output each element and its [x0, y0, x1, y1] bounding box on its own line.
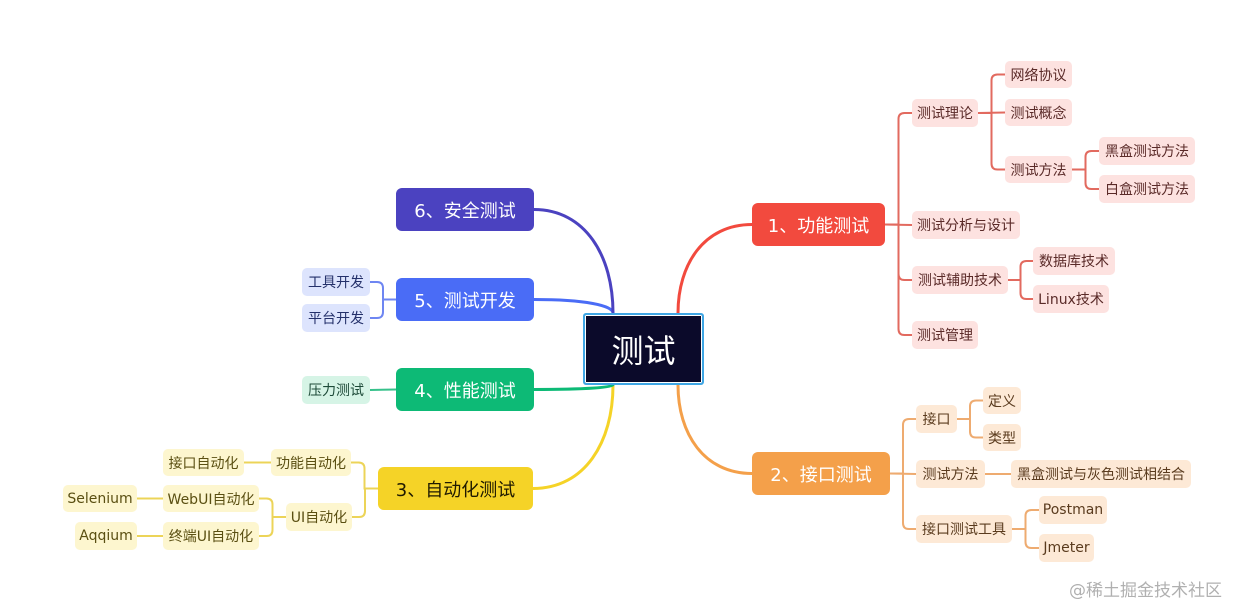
topic-b2-1[interactable]: UI自动化	[286, 503, 352, 531]
link-root-branch-3	[531, 383, 615, 490]
topic-b0-1[interactable]: 测试分析与设计	[912, 211, 1020, 239]
link-b0-2-1	[1007, 279, 1034, 300]
branch-1[interactable]: 1、功能测试	[752, 203, 885, 246]
link-root-branch-2	[676, 383, 754, 475]
branch-5[interactable]: 5、测试开发	[396, 278, 534, 321]
link-b1-2-0	[1011, 509, 1040, 530]
link-b2-1	[351, 487, 379, 518]
topic-b0-0-2-1[interactable]: 白盒测试方法	[1099, 175, 1195, 203]
topic-b1-2[interactable]: 接口测试工具	[916, 515, 1012, 543]
link-b0-0-2-1	[1071, 168, 1100, 190]
link-b4-1	[369, 298, 397, 319]
link-b1-0-0	[956, 399, 984, 420]
topic-b4-0[interactable]: 工具开发	[302, 268, 370, 296]
topic-b1-0-1[interactable]: 类型	[983, 424, 1021, 451]
branch-4[interactable]: 4、性能测试	[396, 368, 534, 411]
topic-b2-0[interactable]: 功能自动化	[271, 449, 351, 476]
link-b1-2-1	[1011, 528, 1040, 549]
topic-b1-2-0[interactable]: Postman	[1039, 496, 1107, 524]
topic-b0-3[interactable]: 测试管理	[912, 321, 978, 349]
topic-b1-0[interactable]: 接口	[916, 405, 957, 433]
topic-b0-0-1[interactable]: 测试概念	[1005, 99, 1072, 126]
topic-b2-1-1[interactable]: 终端UI自动化	[163, 522, 259, 550]
link-b0-0	[884, 112, 913, 226]
link-b1-0-1	[956, 418, 984, 439]
topic-b1-2-1[interactable]: Jmeter	[1039, 534, 1094, 562]
link-b0-0-2	[977, 112, 1006, 171]
topic-b0-2[interactable]: 测试辅助技术	[912, 266, 1008, 294]
topic-b0-0-2-0[interactable]: 黑盒测试方法	[1099, 137, 1195, 165]
topic-b0-2-1[interactable]: Linux技术	[1033, 285, 1109, 313]
link-b4-0	[369, 281, 397, 301]
root-topic[interactable]: 测试	[583, 313, 704, 385]
branch-3[interactable]: 3、自动化测试	[378, 467, 533, 510]
link-b0-0-2-0	[1071, 150, 1100, 171]
link-b1-2	[889, 472, 917, 530]
link-b2-1-0	[258, 497, 287, 518]
branch-2[interactable]: 2、接口测试	[752, 452, 890, 495]
link-b1-0	[889, 418, 917, 475]
watermark: @稀土掘金技术社区	[1069, 581, 1222, 601]
topic-b2-1-0-0[interactable]: Selenium	[63, 485, 137, 512]
link-b0-2-0	[1007, 260, 1034, 281]
topic-b1-1[interactable]: 测试方法	[916, 460, 985, 488]
topic-b2-1-1-0[interactable]: Aqqium	[75, 522, 137, 550]
topic-b1-1-0[interactable]: 黑盒测试与灰色测试相结合	[1011, 460, 1191, 488]
link-root-branch-5	[532, 298, 615, 315]
topic-b0-0-2[interactable]: 测试方法	[1005, 156, 1072, 183]
topic-b0-2-0[interactable]: 数据库技术	[1033, 247, 1115, 275]
topic-b4-1[interactable]: 平台开发	[302, 304, 370, 332]
topic-b2-1-0[interactable]: WebUI自动化	[163, 485, 259, 512]
topic-b1-0-0[interactable]: 定义	[983, 387, 1021, 414]
topic-b0-0-0[interactable]: 网络协议	[1005, 61, 1072, 88]
branch-6[interactable]: 6、安全测试	[396, 188, 534, 231]
topic-b3-0[interactable]: 压力测试	[302, 376, 370, 404]
topic-b0-0[interactable]: 测试理论	[912, 99, 978, 127]
link-root-branch-1	[676, 223, 754, 315]
link-b0-0-0	[977, 73, 1006, 114]
link-b3-0	[369, 388, 397, 391]
link-b2-0	[350, 461, 379, 490]
link-root-branch-6	[532, 208, 615, 315]
link-b0-3	[884, 223, 913, 336]
link-root-branch-4	[532, 383, 615, 391]
link-b2-1-1	[258, 516, 287, 537]
topic-b2-0-0[interactable]: 接口自动化	[163, 449, 244, 476]
